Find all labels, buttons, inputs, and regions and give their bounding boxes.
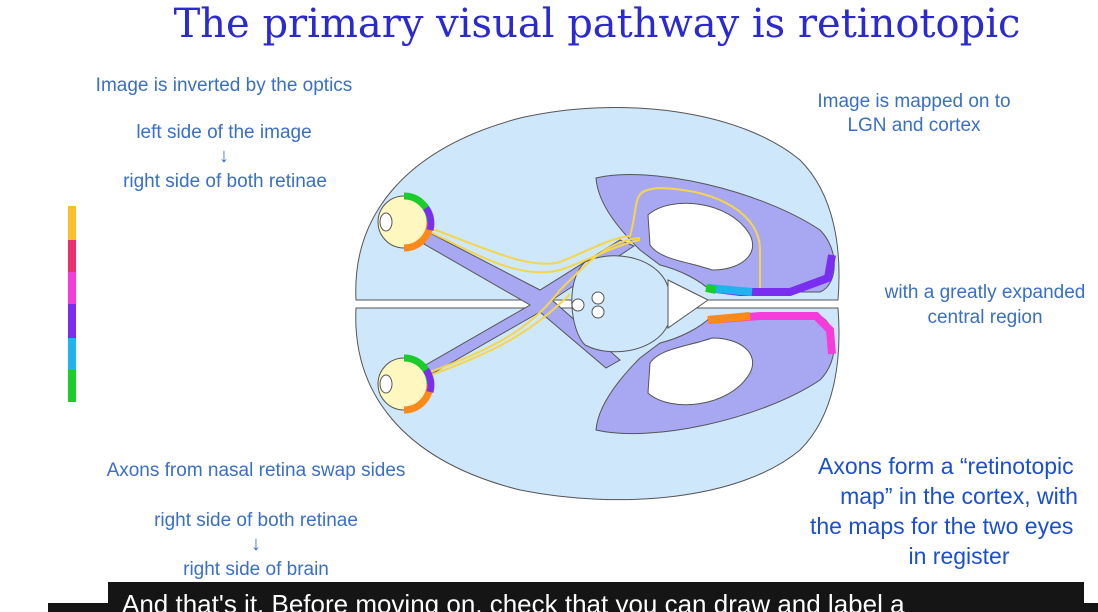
note-nasal-swap: Axons from nasal retina swap sides — [106, 460, 406, 481]
video-caption: And that's it. Before moving on, check t… — [122, 589, 905, 612]
note-retinotopic-line1: Axons form a “retinotopic — [818, 453, 1074, 479]
caption-bar-bottom — [48, 603, 1098, 612]
note-mapped-line1: Image is mapped on to — [817, 91, 1011, 112]
cortex-color-map-lower — [707, 312, 836, 355]
cortex-color-map-upper — [705, 254, 836, 296]
note-expanded-line2: central region — [927, 307, 1043, 328]
note-retinotopic-line3: the maps for the two eyes — [810, 513, 1074, 539]
note-inverted: Image is inverted by the optics — [95, 75, 353, 96]
note-left-side-image: left side of the image — [136, 122, 312, 143]
note-mapped-line2: LGN and cortex — [847, 115, 981, 136]
slide-title: The primary visual pathway is retinotopi… — [173, 1, 1021, 47]
visual-field-color-bar — [68, 206, 76, 402]
note-right-retinae-2: right side of both retinae — [154, 510, 358, 531]
down-arrow-icon: ↓ — [219, 145, 229, 167]
down-arrow-icon: ↓ — [251, 533, 261, 555]
left-eye — [377, 192, 435, 252]
note-right-side-retinae: right side of both retinae — [123, 171, 327, 192]
ventricles — [571, 202, 753, 406]
note-retinotopic-line2: map” in the cortex, with — [840, 483, 1078, 509]
note-retinotopic-line4: in register — [908, 543, 1010, 569]
axon-paths — [427, 186, 761, 377]
note-right-brain: right side of brain — [183, 559, 329, 580]
right-eye — [377, 354, 435, 414]
note-expanded-line1: with a greatly expanded — [884, 282, 1086, 303]
